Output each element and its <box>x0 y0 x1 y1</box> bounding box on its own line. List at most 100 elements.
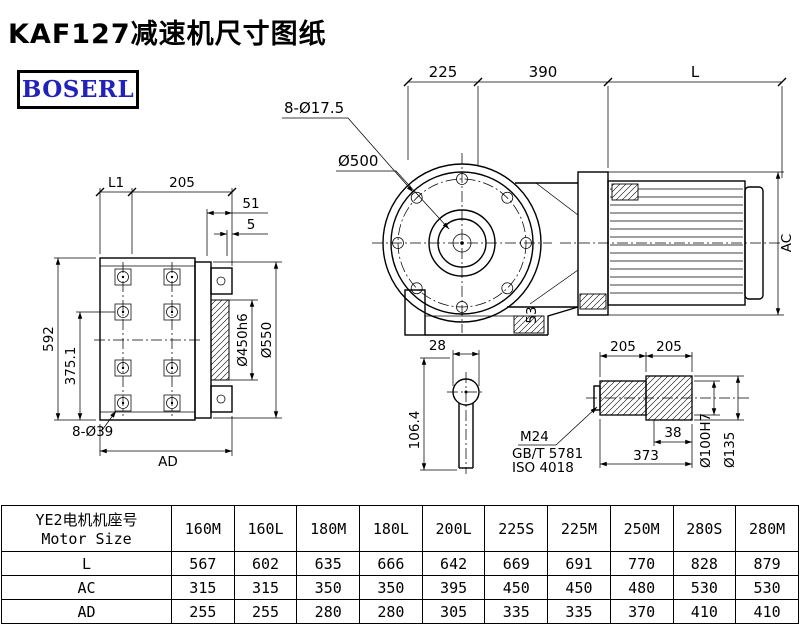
table-header-cell: 280S <box>672 505 737 552</box>
side-view-dimensions: L1 205 51 5 592 375.1 8-Ø39 <box>41 175 282 470</box>
table-cell: 770 <box>609 551 674 576</box>
bottom-detail: 28 106.4 <box>407 338 485 474</box>
table-cell: 280 <box>359 599 423 624</box>
dim-L: L <box>691 63 700 81</box>
motor-fins <box>610 188 743 294</box>
table-cell: 530 <box>735 575 799 600</box>
table-header-cell: 200L <box>421 505 486 552</box>
dim-205-left: 205 <box>610 339 636 355</box>
dim-hub-diameter-135: Ø135 <box>722 432 738 468</box>
housing-foot <box>404 289 426 336</box>
table-cell: 280 <box>296 599 361 624</box>
table-cell: 395 <box>421 575 486 600</box>
table-header-cell: 160L <box>233 505 298 552</box>
table-header-cell: 180L <box>359 505 423 552</box>
dim-L1: L1 <box>108 175 124 191</box>
table-header-cell: 180M <box>296 505 361 552</box>
motor: AC <box>560 171 795 316</box>
joint-section <box>579 293 607 310</box>
table-cell: 530 <box>672 575 737 600</box>
table-header-cell: 250M <box>609 505 674 552</box>
table-cell: 305 <box>421 599 486 624</box>
logo-text: BOSERL <box>21 76 135 103</box>
dim-375-1: 375.1 <box>63 347 79 386</box>
motor-size-table: YE2电机机座号 Motor Size 160M 160L 180M 180L … <box>1 505 799 624</box>
table-header-row: YE2电机机座号 Motor Size 160M 160L 180M 180L … <box>1 505 799 552</box>
dim-28: 28 <box>429 338 446 354</box>
shaft-section-small <box>599 380 647 416</box>
terminal-box <box>611 183 639 201</box>
table-row-AD: AD 255 255 280 280 305 335 335 370 410 4… <box>1 599 799 624</box>
table-header-cell: 225M <box>547 505 611 552</box>
table-cell: 669 <box>484 551 549 576</box>
table-cell: 335 <box>484 599 549 624</box>
top-dimensions: 225 390 L <box>403 63 787 178</box>
table-cell: 450 <box>547 575 611 600</box>
table-cell: 370 <box>609 599 674 624</box>
table-cell: 335 <box>547 599 611 624</box>
dim-5: 5 <box>247 217 256 233</box>
page-title: KAF127减速机尺寸图纸 <box>8 19 327 50</box>
dim-38: 38 <box>664 425 681 441</box>
table-cell: 635 <box>296 551 361 576</box>
dim-flange-diameter-550: Ø550 <box>259 322 275 358</box>
boserl-logo: BOSERL <box>17 70 139 109</box>
table-cell: 255 <box>233 599 298 624</box>
table-cell: 642 <box>421 551 486 576</box>
table-cell: 410 <box>672 599 737 624</box>
technical-drawing: L1 205 51 5 592 375.1 8-Ø39 <box>41 63 795 476</box>
motor-size-label-cn: YE2电机机座号 <box>35 511 138 529</box>
row-label: L <box>1 551 172 576</box>
table-cell: 879 <box>735 551 799 576</box>
table-cell: 255 <box>171 599 235 624</box>
dim-flange-diameter-500: Ø500 <box>338 152 378 170</box>
gearbox-housing-side <box>99 257 196 421</box>
table-cell: 691 <box>547 551 611 576</box>
table-cell: 567 <box>171 551 235 576</box>
dim-390: 390 <box>529 63 558 81</box>
dim-AD: AD <box>158 454 178 470</box>
front-view: 53 Ø500 8-Ø17.5 <box>282 99 607 336</box>
table-cell: 410 <box>735 599 799 624</box>
table-cell: 315 <box>233 575 298 600</box>
table-header-cell: 225S <box>484 505 549 552</box>
thread-callout-M24: M24 <box>520 429 549 445</box>
table-row-L: L 567 602 635 666 642 669 691 770 828 87… <box>1 551 799 576</box>
bolt-callout-8-17-5: 8-Ø17.5 <box>284 99 344 117</box>
table-header-cell: 280M <box>735 505 799 552</box>
dim-shaft-diameter-100: Ø100H7 <box>698 413 714 468</box>
row-label: AD <box>1 599 172 624</box>
table-cell: 450 <box>484 575 549 600</box>
shaft-section-large <box>645 375 693 421</box>
output-hub-section <box>210 299 230 381</box>
table-cell: 315 <box>171 575 235 600</box>
dim-205-right: 205 <box>656 339 682 355</box>
table-cell: 480 <box>609 575 674 600</box>
dim-225: 225 <box>429 63 458 81</box>
dim-53: 53 <box>524 306 540 323</box>
dim-51: 51 <box>242 196 259 212</box>
table-cell: 350 <box>359 575 423 600</box>
standard-gbt-5781: GB/T 5781 <box>512 446 583 462</box>
dim-spigot-diameter: Ø450h6 <box>235 313 251 367</box>
flange-bolt-holes <box>392 173 532 313</box>
bearing-section <box>513 315 545 334</box>
dim-106-4: 106.4 <box>407 411 423 450</box>
table-cell: 828 <box>672 551 737 576</box>
motor-size-label-en: Motor Size <box>41 530 132 548</box>
side-view <box>94 257 233 421</box>
standard-iso-4018: ISO 4018 <box>512 460 574 476</box>
table-cell: 350 <box>296 575 361 600</box>
bolt-callout-8-39: 8-Ø39 <box>72 424 113 440</box>
dim-205: 205 <box>169 175 195 191</box>
table-row-AC: AC 315 315 350 350 395 450 450 480 530 5… <box>1 575 799 600</box>
dim-592: 592 <box>41 326 57 352</box>
dim-373: 373 <box>633 448 659 464</box>
shaft-detail: 205 205 38 373 M24 GB/T 5781 ISO 4018 Ø1… <box>512 339 752 476</box>
dim-AC: AC <box>779 234 795 252</box>
row-label: AC <box>1 575 172 600</box>
table-header-motor-size: YE2电机机座号 Motor Size <box>1 505 172 552</box>
motor-flange <box>577 171 609 316</box>
table-header-cell: 160M <box>171 505 235 552</box>
